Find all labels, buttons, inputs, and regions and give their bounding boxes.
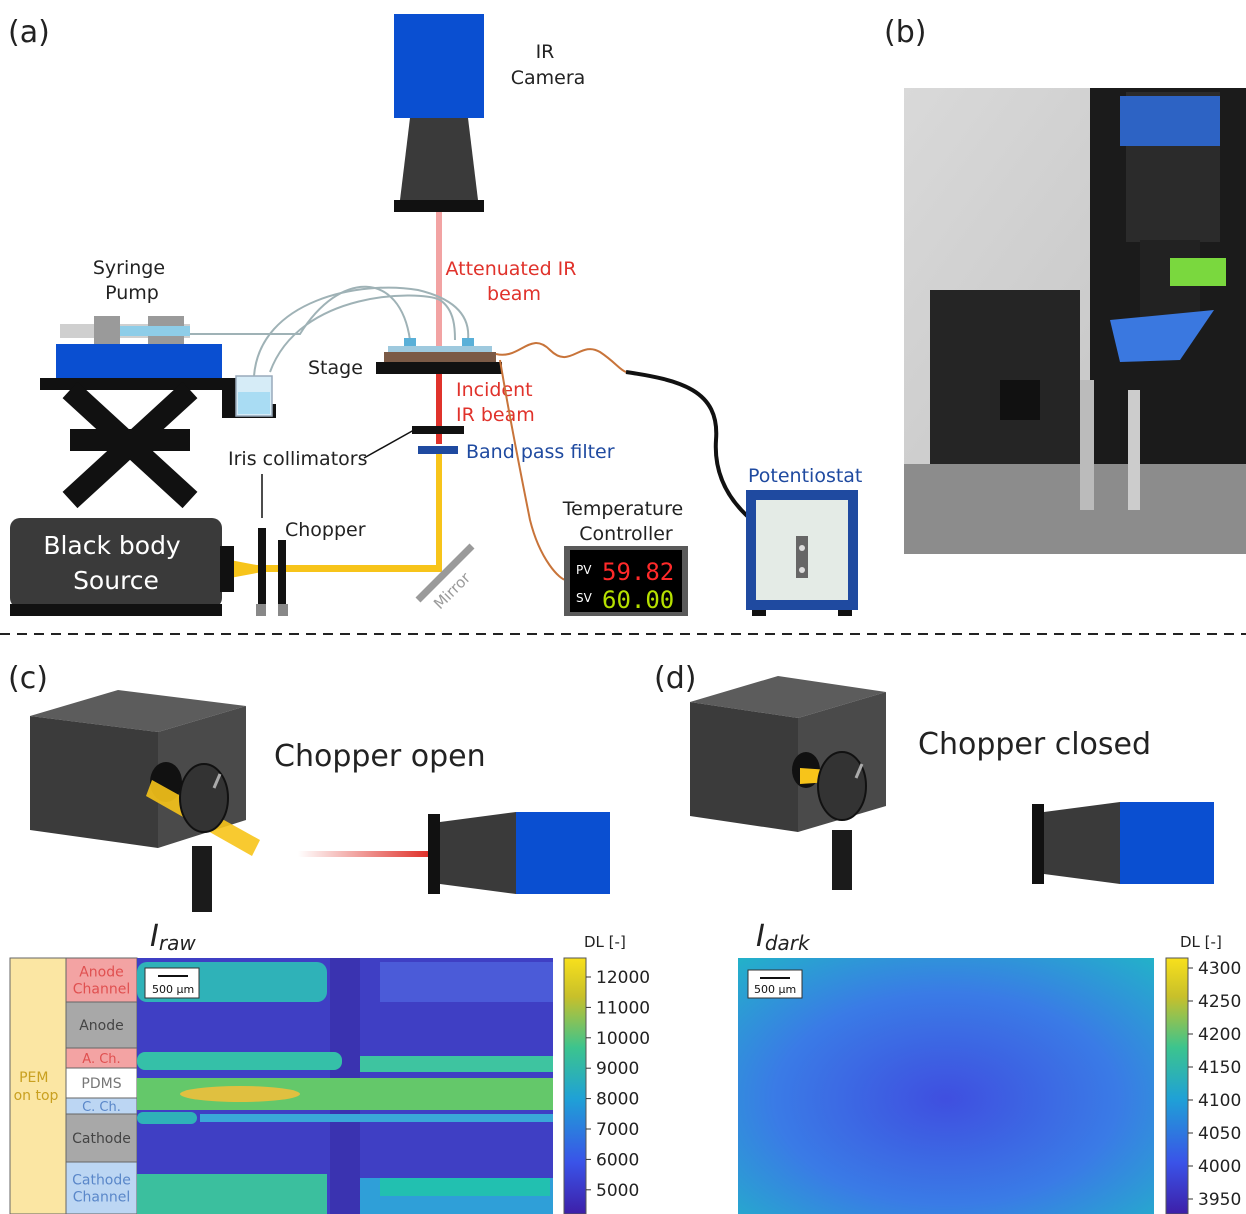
colorbar-tick-label: 7000 xyxy=(596,1120,639,1140)
camera-closed-icon xyxy=(1032,802,1214,884)
colorbar-tick-label: 3950 xyxy=(1198,1190,1241,1210)
colorbar-tick-label: 4100 xyxy=(1198,1091,1241,1111)
mirror-icon xyxy=(415,543,475,603)
yellow-beam xyxy=(230,454,442,578)
band-pass-filter xyxy=(418,446,458,454)
raw-scale-label: 500 μm xyxy=(152,983,194,996)
colorbar-tick-label: 12000 xyxy=(596,968,650,988)
sv-label: SV xyxy=(576,591,593,605)
layer-box xyxy=(65,1161,138,1214)
chopper-closed-source-icon xyxy=(690,676,886,890)
ir-camera-label: IR Camera xyxy=(511,41,586,89)
colorbar-tick-label: 8000 xyxy=(596,1090,639,1110)
layer-label: C. Ch. xyxy=(82,1100,121,1115)
black-body-label: Black body Source xyxy=(43,531,188,595)
sv-value: 60.00 xyxy=(602,586,674,614)
colorbar-tick-label: 4250 xyxy=(1198,992,1241,1012)
temp-controller-display xyxy=(564,546,688,616)
temp-controller-label: Temperature Controller xyxy=(562,498,689,545)
lab-setup-photo xyxy=(904,88,1246,554)
syringe-pump-label: Syringe Pump xyxy=(93,257,171,304)
pv-label: PV xyxy=(576,563,592,577)
dark-colorbar xyxy=(1165,957,1189,1214)
incident-beam xyxy=(436,374,442,444)
dark-cbar-label: DL [-] xyxy=(1180,933,1222,951)
stage xyxy=(376,338,502,374)
raw-cbar-label: DL [-] xyxy=(584,933,626,951)
layer-label: Cathode xyxy=(72,1173,131,1189)
layer-label: PDMS xyxy=(81,1076,121,1092)
ir-camera-icon xyxy=(394,14,484,212)
raw-map-title: Iraw xyxy=(150,919,196,955)
panel-label-a: (a) xyxy=(8,15,50,50)
layer-label: Cathode xyxy=(72,1131,131,1147)
layer-label: Channel xyxy=(73,1190,130,1206)
panel-label-b: (b) xyxy=(884,15,926,50)
panel-label-d: (d) xyxy=(654,661,696,696)
tubing xyxy=(190,285,470,377)
colorbar-tick-label: 4050 xyxy=(1198,1124,1241,1144)
iris-label: Iris collimators xyxy=(228,448,367,470)
pem-label: PEM on top xyxy=(14,1070,59,1104)
layer-label: A. Ch. xyxy=(82,1052,120,1067)
colorbar-tick-label: 4000 xyxy=(1198,1157,1241,1177)
attenuated-beam-label: Attenuated IR beam xyxy=(445,258,582,305)
colorbar-tick-label: 10000 xyxy=(596,1029,650,1049)
black-body-source xyxy=(10,518,234,616)
dark-colorbar-ticks: 4300 4250 4200 4150 4100 4050 4000 3950 xyxy=(1188,959,1241,1210)
iris-collimator-top xyxy=(412,426,464,434)
dark-ir-map xyxy=(738,958,1154,1214)
colorbar-tick-label: 6000 xyxy=(596,1150,639,1170)
band-pass-label: Band pass filter xyxy=(466,441,615,463)
iris-pointer xyxy=(261,429,415,518)
dark-scale-label: 500 μm xyxy=(754,983,796,996)
attenuated-beam xyxy=(436,212,442,352)
chopper-open-label: Chopper open xyxy=(274,739,486,774)
colorbar-tick-label: 4200 xyxy=(1198,1025,1241,1045)
pem-column xyxy=(9,957,67,1214)
potentiostat-label: Potentiostat xyxy=(748,465,862,487)
dark-scale-bar xyxy=(747,969,803,999)
camera-open-icon xyxy=(428,812,610,894)
chopper-icon xyxy=(256,528,288,616)
colorbar-tick-label: 5000 xyxy=(596,1181,639,1201)
colorbar-tick-label: 9000 xyxy=(596,1059,639,1079)
panel-label-c: (c) xyxy=(8,661,48,696)
mirror-label: Mirror xyxy=(430,568,475,613)
chopper-closed-label: Chopper closed xyxy=(918,727,1151,762)
chopper-label: Chopper xyxy=(285,519,366,541)
incident-beam-label: Incident IR beam xyxy=(456,379,539,426)
raw-colorbar xyxy=(563,957,587,1214)
stage-label: Stage xyxy=(308,357,363,379)
raw-scale-bar xyxy=(144,967,200,999)
dark-map-title: Idark xyxy=(756,919,811,955)
pv-value: 59.82 xyxy=(602,558,674,586)
raw-colorbar-ticks: 12000 11000 10000 9000 8000 7000 6000 5000 xyxy=(586,968,650,1201)
chopper-open-source-icon xyxy=(30,690,260,912)
thermocouple-wire xyxy=(495,342,627,581)
potentiostat-icon xyxy=(746,490,858,616)
layer-box xyxy=(65,1001,138,1049)
layer-label: Channel xyxy=(73,982,130,998)
red-beam xyxy=(298,851,428,857)
colorbar-tick-label: 4150 xyxy=(1198,1058,1241,1078)
layer-label: Anode xyxy=(79,1018,124,1034)
raw-ir-map xyxy=(137,958,553,1214)
layer-label: Anode xyxy=(79,965,124,981)
beaker-icon xyxy=(235,375,273,417)
colorbar-tick-label: 11000 xyxy=(596,998,650,1018)
colorbar-tick-label: 4300 xyxy=(1198,959,1241,979)
